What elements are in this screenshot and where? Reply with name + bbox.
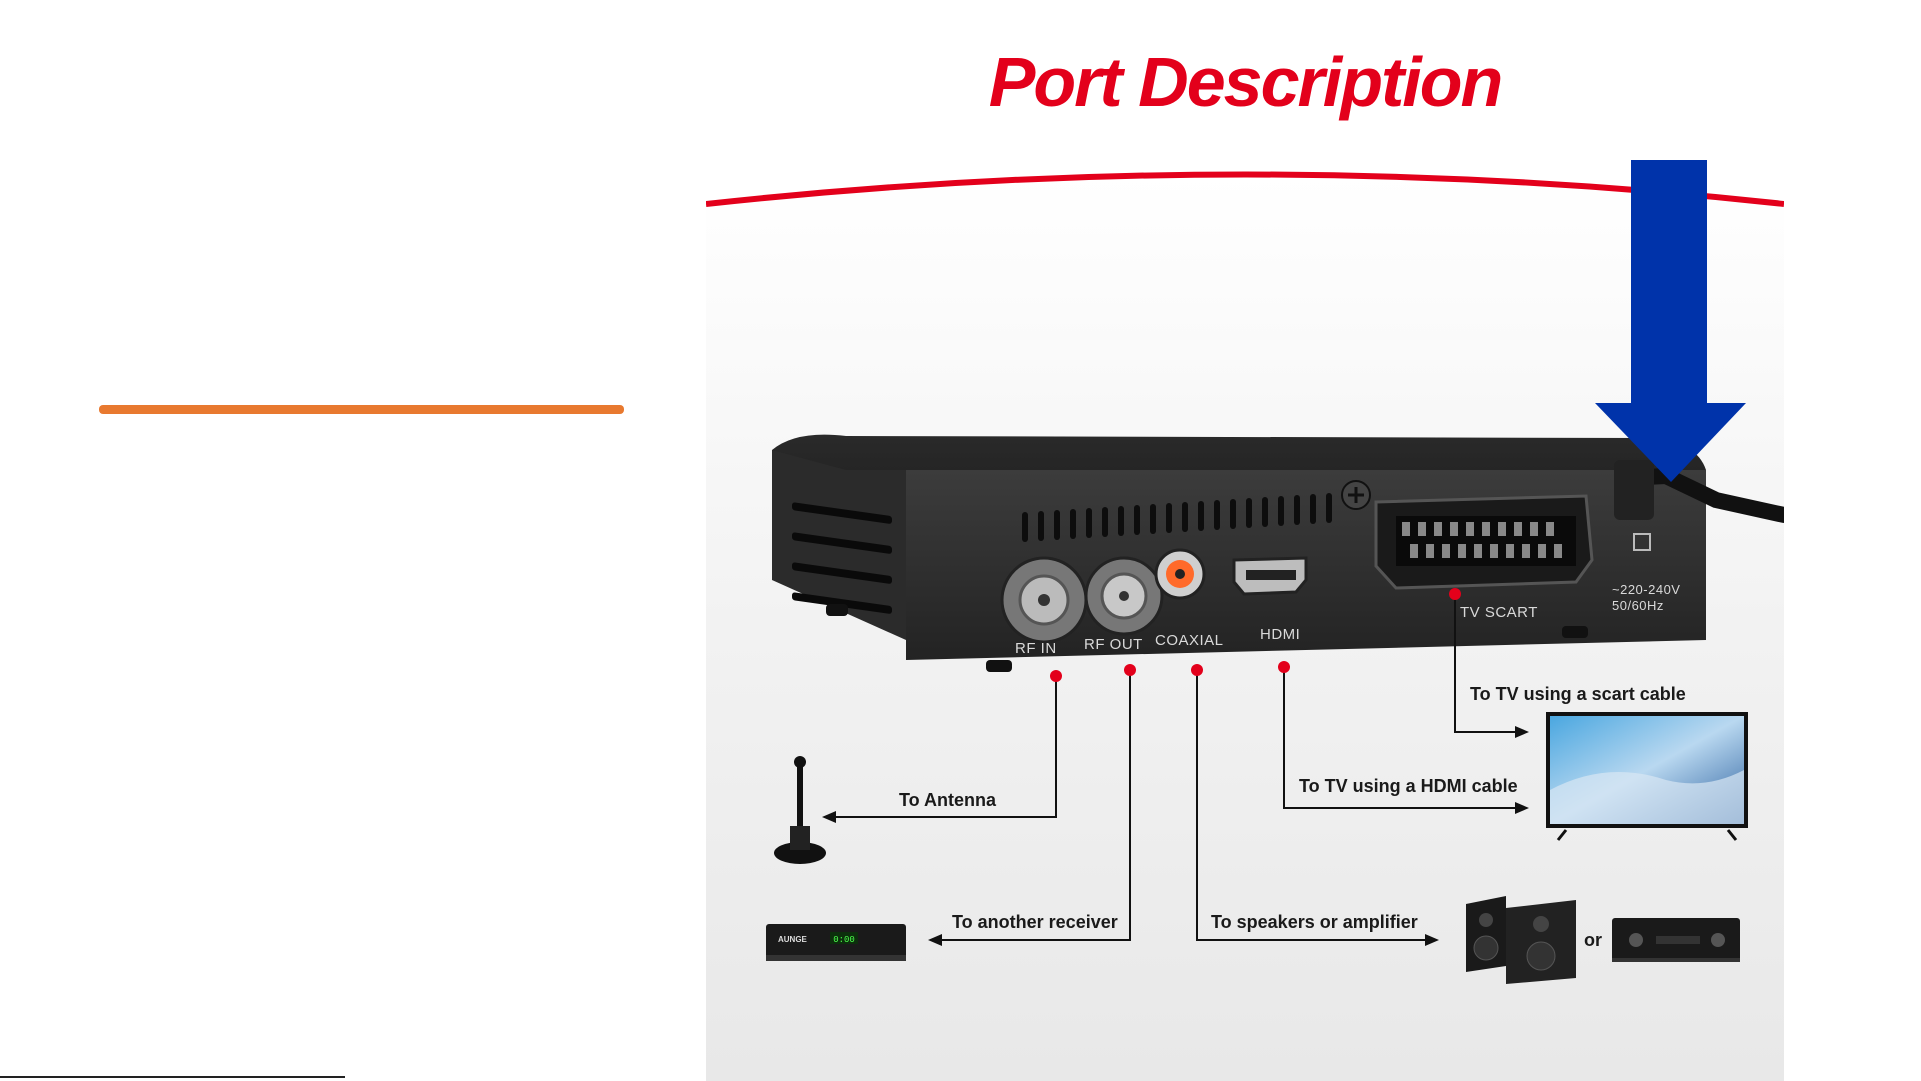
callout-speakers: To speakers or amplifier bbox=[1211, 912, 1418, 933]
amplifier-image bbox=[1612, 918, 1740, 962]
label-coaxial: COAXIAL bbox=[1155, 632, 1224, 649]
tv-image bbox=[1546, 712, 1748, 840]
receiver-display: 0:00 bbox=[833, 935, 855, 945]
label-hdmi: HDMI bbox=[1260, 626, 1300, 643]
callout-scart-tv: To TV using a scart cable bbox=[1470, 684, 1686, 705]
second-receiver-image: 0:00 AUNGE bbox=[766, 924, 906, 961]
label-power-voltage: ~220-240V bbox=[1612, 582, 1680, 597]
callout-hdmi-tv: To TV using a HDMI cable bbox=[1299, 776, 1518, 797]
port-diagram: 0:00 AUNGE bbox=[706, 0, 1784, 1081]
hdmi-port bbox=[1234, 558, 1306, 594]
page-title: Port Description bbox=[706, 42, 1784, 122]
accent-divider bbox=[99, 405, 624, 414]
rf-out-port bbox=[1086, 558, 1162, 634]
scart-port bbox=[1376, 496, 1592, 588]
callout-antenna: To Antenna bbox=[899, 790, 996, 811]
label-power-frequency: 50/60Hz bbox=[1612, 598, 1664, 613]
label-tv-scart: TV SCART bbox=[1460, 604, 1538, 621]
callout-or: or bbox=[1584, 930, 1602, 951]
coaxial-port bbox=[1156, 550, 1204, 598]
power-plug bbox=[1614, 460, 1654, 520]
label-rf-in: RF IN bbox=[1015, 640, 1057, 657]
rf-in-port bbox=[1002, 558, 1086, 642]
bottom-rule bbox=[0, 1076, 345, 1078]
label-rf-out: RF OUT bbox=[1084, 636, 1143, 653]
callout-receiver: To another receiver bbox=[952, 912, 1118, 933]
receiver-brand: AUNGE bbox=[778, 935, 808, 944]
